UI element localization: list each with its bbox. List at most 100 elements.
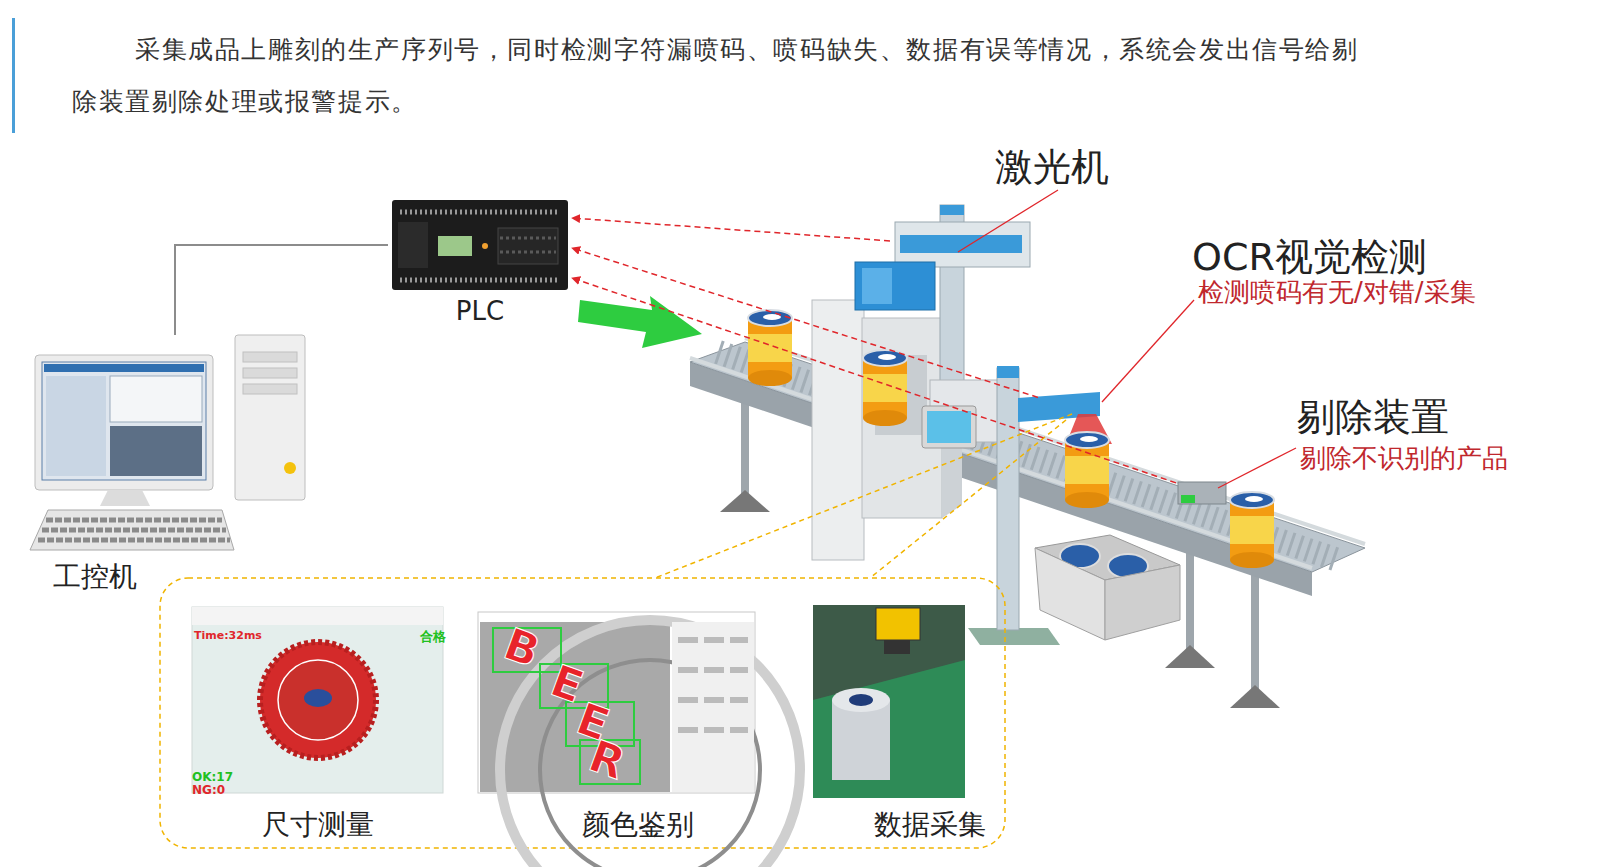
reject-bin [1035,535,1180,640]
acquisition-photo-part [884,640,910,654]
measurement-photo-part [304,689,332,707]
color-photo-part [672,622,754,792]
node-label: 数据采集 [860,809,1000,841]
acquisition-photo-part [849,694,873,706]
plc-device-part [438,236,472,256]
plc-device-part [400,210,560,215]
conveyor [690,338,1365,708]
plc-device-part [482,243,488,249]
acquisition-photo-part [813,605,965,798]
laser-machine-part [862,268,892,304]
color-photo [478,612,800,867]
color-photo-part [678,667,748,673]
plc-device [392,200,568,290]
photo-label: Time:32ms [194,630,262,641]
plc-device-part [500,251,556,254]
plc-device-part [498,228,558,264]
node-label: PLC [388,297,572,327]
color-photo-part [678,637,748,643]
measurement-photo-part [192,607,443,625]
reject-device-part [1181,495,1195,503]
acquisition-photo-part [813,660,965,798]
computer-node: 工控机 [25,335,315,600]
zoom-guide [160,414,1072,848]
industrial-pc-part [284,462,296,474]
laser-node: 激光机 [890,222,1030,270]
ocr-camera-part [997,366,1019,378]
ocr-camera-part [997,368,1019,630]
laser-machine-part [895,222,1030,267]
laser-machine-part [855,262,935,310]
signal-arrow [572,218,890,241]
conveyor-part [1165,645,1215,668]
industrial-pc-part [42,528,226,533]
conveyor-part [1186,552,1194,650]
leader-line [958,190,1296,488]
zoom-guide-part [870,420,1066,578]
reject-device [1178,482,1226,504]
industrial-pc [30,335,305,550]
inspection-monitor-part [927,411,971,443]
product-can [1065,432,1109,508]
laser-machine-part [812,300,864,560]
industrial-pc-part [30,510,234,550]
inspection-monitor [922,380,1000,448]
signal-arrow [572,278,1176,483]
ocr-node: OCR视觉检测检测喷码有无/对错/采集 [1038,388,1104,428]
industrial-pc-part [35,355,213,490]
ocr-camera-part [968,628,1060,645]
photo-label: NG:0 [192,784,225,796]
acquisition-photo-part [876,608,920,640]
ocr-camera [968,366,1112,645]
industrial-pc-part [100,490,150,506]
node-label: 激光机 [995,146,1109,190]
node-label: OCR视觉检测 [1192,236,1427,280]
industrial-pc-part [243,352,297,362]
plc-device-part [392,200,568,290]
flow-arrow [578,296,702,348]
measurement-photo-part [260,642,376,758]
industrial-pc-part [44,364,204,372]
accent-bar [12,18,15,133]
color-photo-part [678,727,748,733]
conveyor-part [1251,575,1259,690]
reject-bin-part [1035,548,1105,640]
acquisition-photo-part [832,688,890,712]
acquisition-photo [813,605,965,798]
cable-line [175,245,388,335]
product-can [748,310,792,386]
product-can [1230,492,1274,568]
plc-device-part [400,278,560,283]
industrial-pc-part [38,538,230,543]
signal-arrow [572,248,1038,397]
conveyor-part [720,490,770,512]
photo-label: 合格 [420,630,446,643]
laser-machine-part [940,205,964,215]
photo-label: OK:17 [192,771,233,783]
measurement-photo-part [192,607,443,793]
measurement-photo [192,607,443,793]
industrial-pc-part [243,368,297,378]
industrial-pc-part [46,518,222,523]
plc-node: PLC [388,195,572,335]
industrial-pc-part [235,335,305,500]
node-label: 剔除装置 [1297,396,1449,440]
leader-line-part [1218,448,1296,488]
conveyor-part [1230,685,1280,708]
industrial-pc-part [46,376,106,476]
color-photo-part [678,697,748,703]
zoom-guide-part [655,414,1072,578]
leader-line-part [1102,300,1194,402]
industrial-pc-part [243,384,297,394]
node-label: 尺寸测量 [190,809,445,841]
node-sublabel: 剔除不识别的产品 [1300,444,1508,474]
industrial-pc-part [42,362,206,480]
node-label: 工控机 [53,561,137,593]
plc-device-part [398,222,428,268]
reject-bin-part [1105,565,1180,640]
product-can [863,350,907,426]
reject-device-part [1178,482,1226,504]
industrial-pc-part [110,426,202,476]
measurement-photo-part [278,660,358,740]
